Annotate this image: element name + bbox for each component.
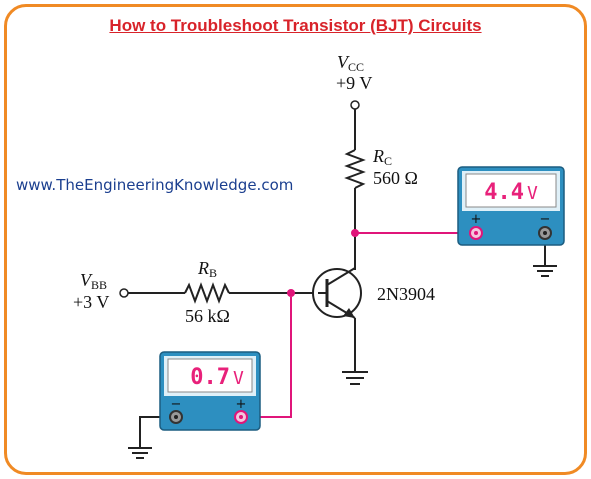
- base-meter-positive-label: +: [236, 397, 247, 412]
- website-watermark: www.TheEngineeringKnowledge.com: [16, 176, 294, 194]
- collector-meter-positive-label: +: [471, 212, 482, 227]
- rc-label: RC: [373, 146, 393, 168]
- rb-resistor: [184, 282, 230, 304]
- emitter-ground-icon: [342, 371, 368, 385]
- transistor-symbol: [312, 267, 362, 319]
- base-meter-ground-icon: [128, 447, 152, 459]
- rc-resistor: [344, 149, 366, 189]
- vcc-value: +9 V: [336, 73, 373, 93]
- rb-value: 56 kΩ: [185, 306, 230, 326]
- base-meter-unit: V: [233, 368, 244, 389]
- transistor-label: 2N3904: [377, 284, 435, 304]
- base-meter-negative-label: −: [171, 397, 182, 412]
- vcc-terminal: [350, 100, 360, 110]
- collector-meter-ground-icon: [533, 265, 557, 277]
- vcc-label: VCC: [337, 52, 365, 74]
- rb-label: RB: [198, 258, 218, 280]
- vbb-label: VBB: [80, 270, 108, 292]
- base-meter-reading: 0.7: [190, 365, 230, 390]
- vbb-terminal: [119, 288, 129, 298]
- collector-meter-unit: V: [527, 183, 538, 204]
- rc-value: 560 Ω: [373, 168, 418, 188]
- vbb-value: +3 V: [73, 292, 110, 312]
- collector-meter-negative-label: −: [540, 212, 551, 227]
- collector-meter-reading: 4.4: [484, 180, 524, 205]
- base-voltmeter: 0.7 V − +: [159, 351, 261, 431]
- page-title: How to Troubleshoot Transistor (BJT) Cir…: [109, 16, 482, 35]
- collector-voltmeter: 4.4 V + −: [457, 166, 565, 246]
- base-node: [287, 289, 295, 297]
